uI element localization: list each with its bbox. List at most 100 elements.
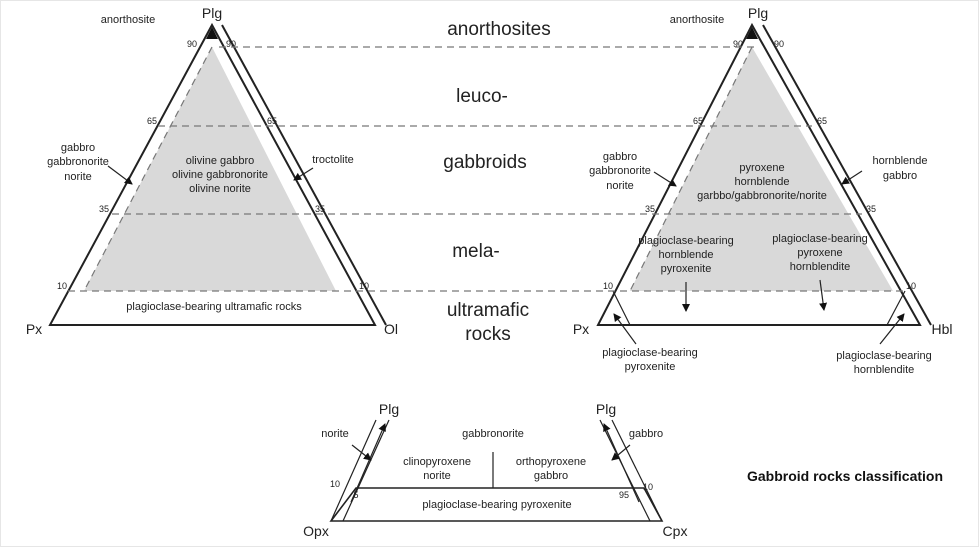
right-anorthosite-label: anorthosite (670, 14, 724, 26)
bottom-left-plg-arrow (350, 423, 386, 503)
bottom-right-plg-arrow (603, 423, 640, 503)
bottom-opx-label: Opx (303, 523, 329, 539)
right-inner-dashed-edge (629, 46, 753, 292)
left-tick-35b: 35 (315, 204, 325, 214)
bottom-opx-gabbro-label-1: orthopyroxene (516, 456, 586, 468)
left-gabbroid-field (84, 47, 336, 291)
left-gabbro-arrow (107, 165, 133, 185)
bottom-gabbro-label: gabbro (629, 428, 663, 440)
bottom-norite-label: norite (321, 428, 349, 440)
left-troctolite-label: troctolite (312, 154, 354, 166)
bottom-norite-arrow (351, 444, 372, 461)
right-bottom-left-arrow (613, 313, 637, 345)
right-triangle-outline (596, 22, 922, 326)
right-hornblende-gabbro-label-2: gabbro (883, 170, 917, 182)
left-tick-10a: 10 (57, 281, 67, 291)
bottom-pyroxene-diagram: Plg Plg Opx Cpx norite gabbronorite gabb… (303, 401, 687, 539)
left-olivine-gabbronorite-label: olivine gabbronorite (172, 169, 268, 181)
diagram-caption: Gabbroid rocks classification (747, 468, 943, 484)
bottom-pyroxenite-label: plagioclase-bearing pyroxenite (422, 499, 571, 511)
left-olivine-gabbro-label: olivine gabbro (186, 155, 255, 167)
left-tick-65a: 65 (147, 116, 157, 126)
ultramafic-label: ultramafic (447, 300, 529, 321)
bottom-gabbro-arrow (611, 444, 631, 461)
right-gabbronorite-group-label: garbbo/gabbronorite/norite (697, 190, 827, 202)
right-outer-edge (762, 24, 932, 326)
right-bottom-right-label-2: hornblendite (854, 364, 915, 376)
right-bottom-left-label-1: plagioclase-bearing (602, 347, 697, 359)
right-tick-90b: 90 (774, 39, 784, 49)
bottom-left-plg-label: Plg (379, 401, 399, 417)
right-bottom-left-divider (612, 290, 631, 326)
right-tick-35b: 35 (866, 204, 876, 214)
center-labels: anorthosites leuco- gabbroids mela- ultr… (443, 19, 550, 345)
left-norite-label: norite (64, 171, 92, 183)
left-gabbro-label: gabbro (61, 142, 95, 154)
right-vertex-px: Px (573, 321, 589, 337)
bottom-gabbronorite-label: gabbronorite (462, 428, 524, 440)
bottom-cpx-norite-label-1: clinopyroxene (403, 456, 471, 468)
mela-label: mela- (452, 241, 500, 262)
anorthosites-label: anorthosites (447, 19, 551, 40)
right-tick-90a: 90 (733, 39, 743, 49)
left-outer-edge (221, 24, 387, 326)
bottom-tick-10a: 10 (330, 479, 340, 489)
bottom-tick-10b: 10 (643, 482, 653, 492)
left-tick-35a: 35 (99, 204, 109, 214)
bottom-cpx-norite-label-2: norite (423, 470, 451, 482)
left-tick-10b: 10 (359, 281, 369, 291)
left-inner-dashed-edge (83, 46, 213, 292)
right-norite-label: norite (606, 180, 634, 192)
gabbroids-label: gabbroids (443, 152, 526, 173)
left-vertex-ol: Ol (384, 321, 398, 337)
right-gabbro-arrow (653, 171, 677, 187)
right-tick-65a: 65 (693, 116, 703, 126)
right-hornblende-label: hornblende (734, 176, 789, 188)
right-mela-right-label-3: hornblendite (790, 261, 851, 273)
left-ternary-diagram: Plg Px Ol anorthosite 90 90 65 65 35 35 … (26, 5, 398, 337)
right-mela-right-label-1: plagioclase-bearing (772, 233, 867, 245)
left-anorthosite-label: anorthosite (101, 14, 155, 26)
right-mela-left-label-3: pyroxenite (661, 263, 712, 275)
right-apex-label: Plg (748, 5, 768, 21)
right-tick-35a: 35 (645, 204, 655, 214)
right-mela-right-label-2: pyroxene (797, 247, 842, 259)
right-ternary-diagram: Plg Px Hbl anorthosite 90 90 65 65 35 35… (573, 5, 953, 376)
bottom-tick-5: 5 (353, 490, 358, 500)
right-gabbroid-field (630, 47, 893, 291)
left-apex-label: Plg (202, 5, 222, 21)
left-tick-90b: 90 (226, 39, 236, 49)
right-gabbronorite-label: gabbronorite (589, 165, 651, 177)
right-mela-left-label-1: plagioclase-bearing (638, 235, 733, 247)
right-tick-10b: 10 (906, 281, 916, 291)
right-bottom-right-arrow (879, 313, 905, 345)
right-mela-left-label-2: hornblende (658, 249, 713, 261)
right-apex-marker (746, 27, 758, 39)
right-vertex-hbl: Hbl (931, 321, 952, 337)
right-gabbro-label: gabbro (603, 151, 637, 163)
right-pyroxene-label: pyroxene (739, 162, 784, 174)
left-ultramafic-field-label: plagioclase-bearing ultramafic rocks (126, 301, 302, 313)
rocks-label: rocks (465, 324, 510, 345)
bottom-cpx-label: Cpx (663, 523, 688, 539)
right-hornblende-gabbro-arrow (841, 170, 863, 185)
bottom-right-plg-label: Plg (596, 401, 616, 417)
left-vertex-px: Px (26, 321, 42, 337)
bottom-tick-95: 95 (619, 490, 629, 500)
right-tick-10a: 10 (603, 281, 613, 291)
leuco-label: leuco- (456, 86, 508, 107)
right-tick-65b: 65 (817, 116, 827, 126)
right-bottom-right-divider (886, 290, 906, 326)
right-hornblende-gabbro-label-1: hornblende (872, 155, 927, 167)
right-mela-right-arrow (819, 279, 828, 311)
bottom-left-edge-2 (342, 419, 390, 522)
bottom-right-edge-1 (611, 419, 663, 522)
level-lines (68, 46, 903, 292)
left-apex-marker (206, 27, 218, 39)
left-troctolite-arrow (293, 167, 314, 181)
bottom-opx-gabbro-label-2: gabbro (534, 470, 568, 482)
right-bottom-left-label-2: pyroxenite (625, 361, 676, 373)
left-gabbronorite-label: gabbronorite (47, 156, 109, 168)
left-tick-65b: 65 (267, 116, 277, 126)
